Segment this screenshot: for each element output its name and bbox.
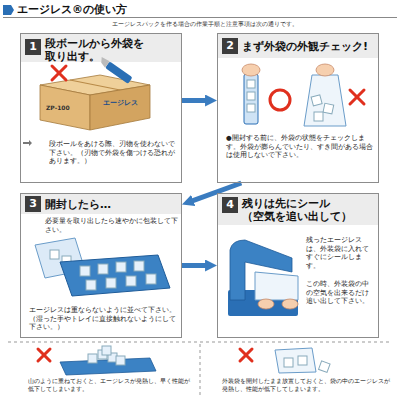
step-number: 1 <box>25 39 41 55</box>
text-slot: この時、外装袋の中の空気を出来るだけ追い出して下さい。 <box>306 280 374 306</box>
header-band <box>218 34 378 58</box>
caution-text: 外装袋を開封したまま放置しておくと、袋の中のエージレスが発熱し、性能が低下してし… <box>222 377 394 392</box>
flow-arrow <box>182 98 209 103</box>
text-slot: 残ったエージレスは、外装袋に入れてすぐにシールします。 <box>306 236 374 270</box>
text-slot: エージレス®の使い方 <box>17 3 127 16</box>
step-heading: 開封したら… <box>45 198 179 211</box>
vacuum-bag <box>242 64 260 124</box>
step-note: ●開封する前に、外袋の状態をチェックします。外袋が膨らんでいたり、すき間がある場… <box>226 134 374 160</box>
caution-text: 山のように重ねておくと、エージレスが発熱し、早く性能が低下してしまいます。 <box>28 377 193 392</box>
step-box: 3 開封したら… 必要量を取り出したら速やかに包装して下さい。エージレスは重ならない… <box>20 193 182 338</box>
step-note: 段ボールをあける際、刃物を使わないで下さい。（刃物で外袋を傷つける恐れがあります… <box>49 140 177 166</box>
text-slot: 残りは先にシール （空気を追い出して） <box>242 197 376 223</box>
step-box: 2 まず外袋の外観チェック! ●開封する前に、外袋の状態をチェックします。外袋が膨ら… <box>217 33 379 183</box>
cross-mark <box>52 66 66 80</box>
cross-mark <box>38 349 50 361</box>
open-outer-bag <box>275 348 330 373</box>
text-slot: エージレスは重ならないように並べて下さい。（湿った手やトレイに直接触れないように… <box>29 306 177 332</box>
header-band <box>21 34 181 62</box>
text-slot: 外装袋を開封したまま放置しておくと、袋の中のエージレスが発熱し、性能が低下してし… <box>222 377 394 392</box>
intro-text: エージレスパックを作る場合の作業手順と注意事項は次の通りです。 <box>112 20 397 28</box>
step-box: 4残りは先にシール （空気を追い出して） 残ったエージレスは、外装袋に入れてすぐに… <box>217 193 379 338</box>
text-slot: エージレス <box>103 99 138 107</box>
box-ground <box>217 193 379 338</box>
box-ground <box>20 33 182 183</box>
step-note: 残ったエージレスは、外装袋に入れてすぐにシールします。 <box>306 236 374 270</box>
tray <box>60 255 170 296</box>
text-slot: 山のように重ねておくと、エージレスが発熱し、早く性能が低下してしまいます。 <box>28 377 193 392</box>
step-heading: 段ボールから外袋を 取り出す。 <box>45 37 179 63</box>
pointer-icon <box>23 140 32 146</box>
text-slot: エージレスパックを作る場合の作業手順と注意事項は次の通りです。 <box>112 20 397 28</box>
step-box: 1段ボールから外袋を 取り出す。段ボールをあける際、刃物を使わないで下さい。（刃… <box>20 33 182 183</box>
text-slot: 開封したら… <box>45 198 179 211</box>
loose-bag <box>304 64 346 126</box>
ok-mark <box>270 90 290 110</box>
step-number: 3 <box>25 196 41 212</box>
text-slot: 2 <box>222 38 238 54</box>
text-slot: 4 <box>222 197 238 213</box>
step-note: 必要量を取り出したら速やかに包装して下さい。 <box>45 217 179 234</box>
cross-mark <box>350 90 364 104</box>
text-slot: 段ボールをあける際、刃物を使わないで下さい。（刃物で外袋を傷つける恐れがあります… <box>49 140 177 166</box>
header-band <box>218 194 378 225</box>
cardboard-box <box>40 75 150 130</box>
text-slot: 3 <box>25 196 41 212</box>
step-heading: 残りは先にシール （空気を追い出して） <box>242 197 376 223</box>
text-slot: ●開封する前に、外袋の状態をチェックします。外袋が膨らんでいたり、すき間がある場… <box>226 134 374 160</box>
box-print: エージレス <box>103 99 138 107</box>
text-slot: 必要量を取り出したら速やかに包装して下さい。 <box>45 217 179 234</box>
step-number: 2 <box>222 38 238 54</box>
dashed-divider <box>8 342 392 343</box>
text-slot: 1 <box>25 39 41 55</box>
heat-sealer <box>228 240 298 316</box>
title-rule <box>3 17 397 18</box>
box-ground <box>20 193 182 338</box>
box-print: ZP-100 <box>46 104 70 111</box>
title-tag <box>3 5 14 15</box>
step-number: 4 <box>222 197 238 213</box>
step-note: この時、外装袋の中の空気を出来るだけ追い出して下さい。 <box>306 280 374 306</box>
text-slot: 段ボールから外袋を 取り出す。 <box>45 37 179 63</box>
header-band <box>21 194 181 214</box>
text-slot: ZP-100 <box>46 104 70 111</box>
page-title: エージレス®の使い方 <box>17 3 127 16</box>
piled-tray <box>60 346 156 375</box>
text-slot: まず外袋の外観チェック! <box>242 40 376 53</box>
step-heading: まず外袋の外観チェック! <box>242 40 376 53</box>
box-ground <box>217 33 379 183</box>
flow-arrow <box>182 263 209 268</box>
cross-mark <box>240 349 252 361</box>
step-note: エージレスは重ならないように並べて下さい。（湿った手やトレイに直接触れないように… <box>29 306 177 332</box>
cutter-knife <box>98 56 133 84</box>
dashed-divider <box>200 344 201 398</box>
